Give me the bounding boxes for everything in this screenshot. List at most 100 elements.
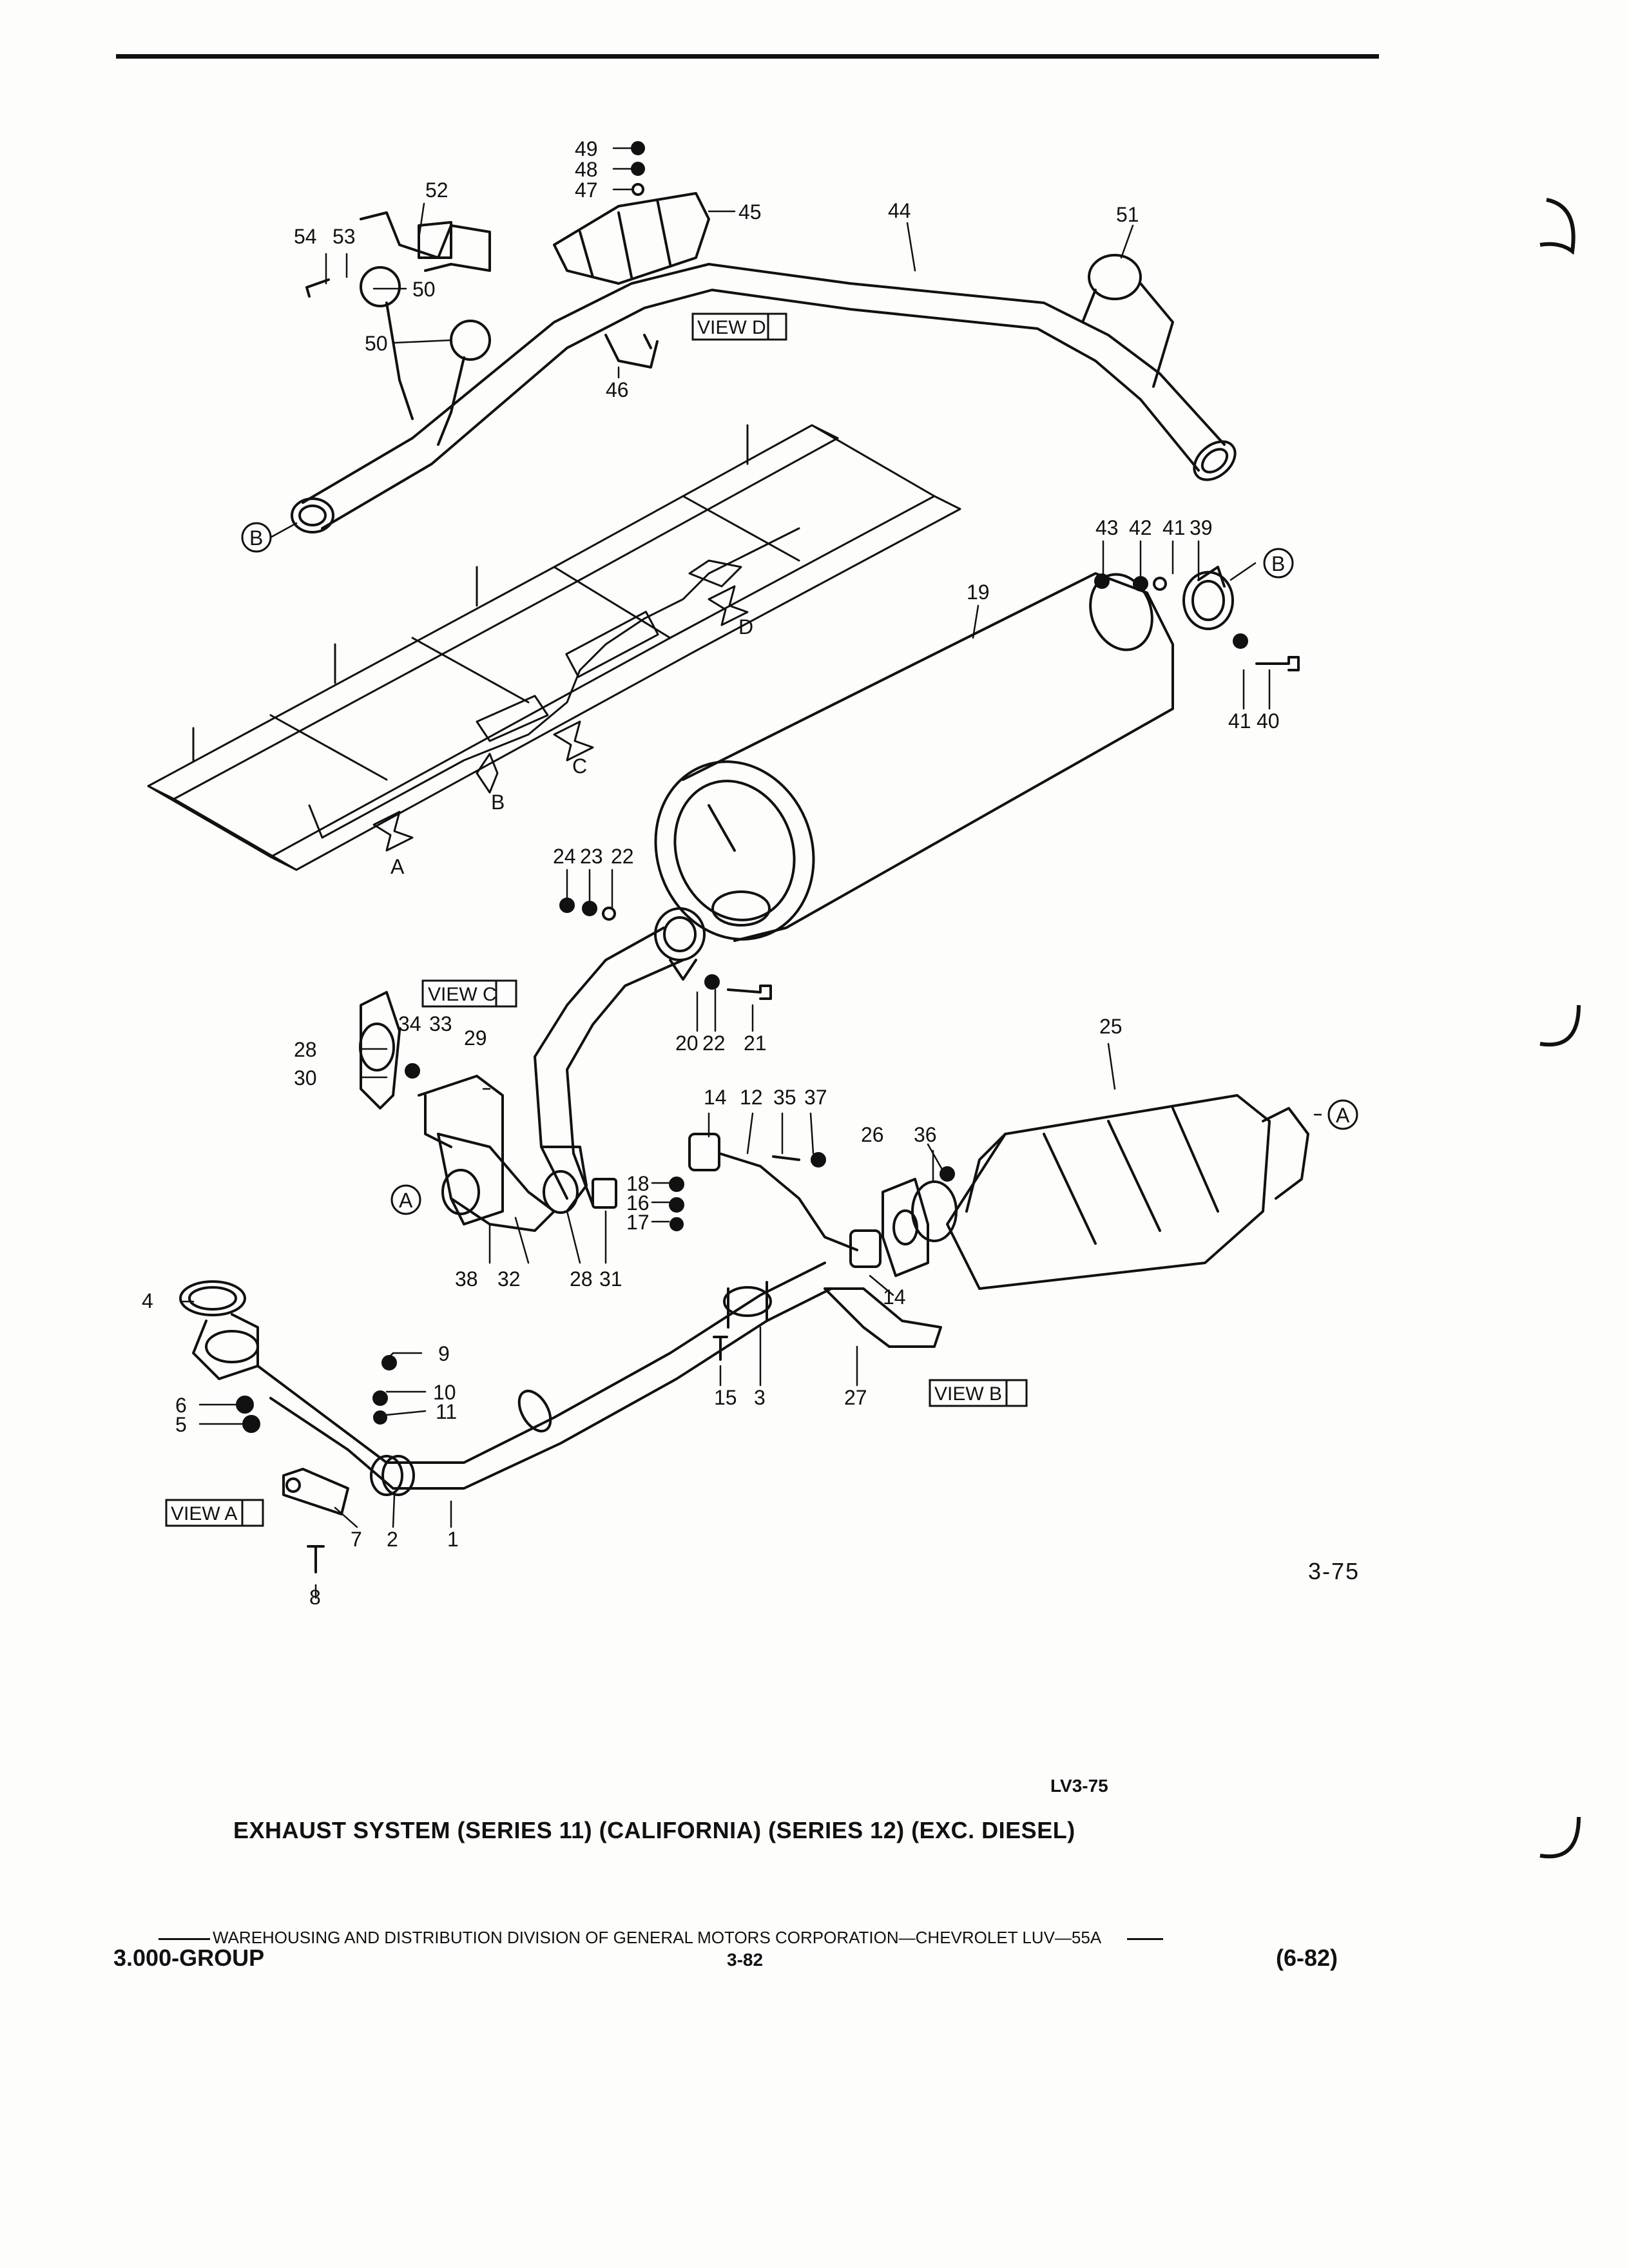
callout-22-top: 22 [611, 845, 634, 868]
frame-view-c-letter: C [572, 754, 587, 778]
view-d-label: VIEW D [697, 317, 766, 338]
binder-mark-1 [1539, 198, 1576, 255]
footer-group: 3.000-GROUP [113, 1945, 265, 1971]
frame-view-a-letter: A [390, 855, 405, 878]
callout-16: 16 [626, 1191, 650, 1215]
connector-b-left: B [241, 522, 272, 553]
callout-15: 15 [714, 1386, 737, 1409]
callout-34: 34 [398, 1012, 421, 1035]
callout-3: 3 [754, 1386, 766, 1409]
callout-53: 53 [333, 225, 356, 248]
connector-b-left-letter: B [249, 526, 263, 550]
vehicle-frame [147, 424, 961, 871]
figure-title: EXHAUST SYSTEM (SERIES 11) (CALIFORNIA) … [233, 1817, 1075, 1843]
callout-41-bottom: 41 [1228, 709, 1251, 733]
callout-20: 20 [675, 1032, 699, 1055]
flange-ring-4 [179, 1280, 259, 1380]
view-a-label: VIEW A [171, 1503, 237, 1524]
callout-8: 8 [309, 1586, 321, 1609]
callout-46: 46 [606, 378, 629, 401]
callout-29: 29 [464, 1026, 487, 1050]
callout-39: 39 [1190, 516, 1213, 539]
tail-pipe-44 [291, 263, 1237, 533]
callout-17: 17 [626, 1211, 650, 1234]
callout-22-bottom: 22 [702, 1032, 726, 1055]
callout-41-top: 41 [1162, 516, 1186, 539]
callout-14-top: 14 [704, 1086, 727, 1109]
front-pipe-1 [256, 1262, 833, 1490]
bracket-27 [824, 1287, 942, 1348]
callout-19: 19 [967, 581, 990, 604]
callout-48: 48 [575, 158, 598, 181]
callout-11: 11 [436, 1400, 457, 1423]
callout-47: 47 [575, 178, 598, 202]
callout-32: 32 [497, 1267, 521, 1291]
callout-31: 31 [599, 1267, 622, 1291]
callout-50-upper: 50 [412, 278, 436, 301]
footer-dash-left [159, 1937, 210, 1940]
leader-lines [179, 147, 1322, 1599]
rubber-hangers-14 [688, 1133, 882, 1268]
hardware [236, 141, 1248, 1433]
callout-1: 1 [447, 1528, 459, 1551]
muffler-19 [654, 572, 1174, 942]
callout-44: 44 [888, 199, 911, 222]
callout-36: 36 [914, 1123, 937, 1146]
callout-51: 51 [1116, 203, 1139, 226]
callout-37: 37 [804, 1086, 827, 1109]
callout-6: 6 [175, 1394, 187, 1417]
connector-a-left-letter: A [399, 1189, 413, 1212]
top-rule [116, 54, 1379, 59]
view-c-assembly [359, 991, 617, 1232]
callout-54: 54 [294, 225, 317, 248]
callout-42: 42 [1129, 516, 1152, 539]
bolts [305, 278, 1300, 1573]
callout-28-left: 28 [294, 1038, 317, 1061]
view-arrows [372, 585, 749, 852]
view-b-box: VIEW B [929, 1379, 1028, 1407]
clamp-20 [654, 907, 706, 981]
callout-27: 27 [844, 1386, 867, 1409]
hanger-46 [604, 334, 659, 369]
footer-line: WAREHOUSING AND DISTRIBUTION DIVISION OF… [159, 1928, 1164, 1948]
bracket-7 [282, 1468, 349, 1515]
connector-a-left: A [390, 1184, 421, 1215]
callout-35: 35 [773, 1086, 796, 1109]
connector-b-right-letter: B [1271, 552, 1285, 575]
frame-view-d-letter: D [738, 615, 753, 639]
callout-49: 49 [575, 137, 598, 160]
hanger-51 [1081, 254, 1174, 388]
figure-number: 3-75 [1308, 1558, 1360, 1584]
heat-shield-45 [553, 192, 710, 285]
connector-b-right: B [1263, 548, 1294, 579]
callout-23: 23 [580, 845, 603, 868]
callout-labels: 49 48 47 45 44 51 52 54 53 50 50 46 43 4… [142, 137, 1280, 1609]
view-d-box: VIEW D [691, 312, 787, 341]
callout-50-lower: 50 [365, 332, 388, 355]
callout-7: 7 [351, 1528, 362, 1551]
connector-a-right: A [1327, 1099, 1358, 1130]
callout-26: 26 [861, 1123, 884, 1146]
binder-mark-3 [1539, 1816, 1581, 1859]
view-c-box: VIEW C [421, 979, 517, 1008]
callout-33: 33 [429, 1012, 452, 1035]
callout-9: 9 [438, 1342, 450, 1365]
callout-28-bottom: 28 [570, 1267, 593, 1291]
callout-12: 12 [740, 1086, 763, 1109]
callout-40: 40 [1257, 709, 1280, 733]
callout-43: 43 [1095, 516, 1119, 539]
callout-52: 52 [425, 178, 448, 202]
callout-21: 21 [744, 1032, 767, 1055]
callout-14-bottom: 14 [883, 1285, 906, 1309]
binder-mark-2 [1539, 1004, 1581, 1047]
callout-4: 4 [142, 1289, 153, 1312]
flange-26 [882, 1178, 929, 1277]
callout-30: 30 [294, 1066, 317, 1090]
clamp-2 [370, 1455, 415, 1496]
frame-view-b-letter: B [491, 791, 505, 814]
clamp-39 [1182, 566, 1234, 630]
intermediate-pipe [534, 927, 684, 1206]
catalytic-converter-25 [911, 1094, 1309, 1290]
connector-a-right-letter: A [1336, 1104, 1350, 1127]
